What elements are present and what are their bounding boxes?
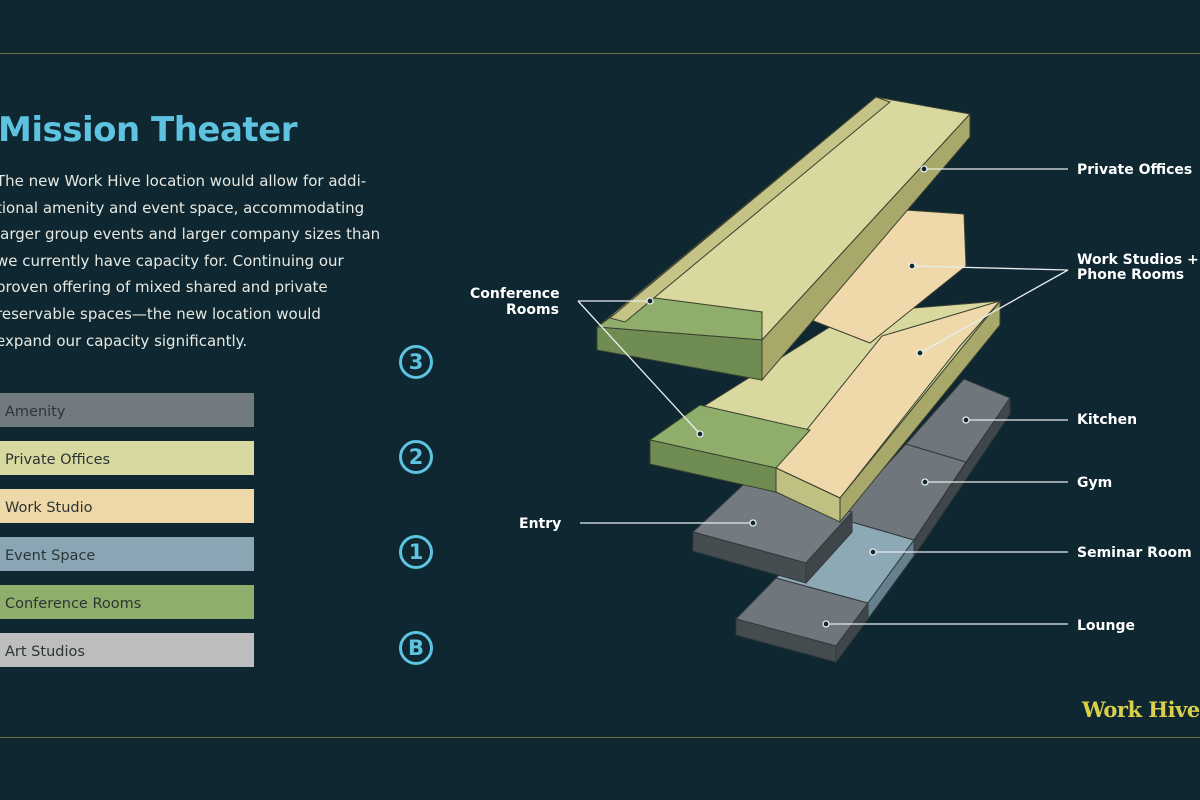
seminar-dot [869,548,877,556]
entry-side [805,510,853,585]
callout-lines [577,168,1069,625]
description-line: reservable spaces—the new location would [0,304,321,323]
work-studios-leader-a [911,265,1069,271]
floor-basement [735,378,1011,664]
legend-amenity: Amenity [0,393,254,427]
legend: Amenity Private Offices Work Studio Even… [0,393,254,681]
top-rule [0,53,1200,54]
label-seminar-room: Seminar Room [1077,545,1192,561]
floor-2-side [839,299,1001,524]
label-private-offices: Private Offices [1077,162,1192,178]
description-line: tional amenity and event space, accommod… [0,198,365,217]
legend-conference-rooms: Conference Rooms [0,585,254,619]
label-work-studios-line1: Work Studios + [1077,252,1199,268]
bottom-rule [0,737,1200,738]
label-gym: Gym [1077,475,1112,491]
floor-2-badge: 2 [399,440,433,474]
label-lounge: Lounge [1077,618,1135,634]
description-line: we currently have capacity for. Continui… [0,251,344,270]
conference-dot-b [696,430,704,438]
label-kitchen: Kitchen [1077,412,1137,428]
conference-dot-a [646,297,654,305]
page-title: Mission Theater [0,110,298,150]
conference-leader-b [577,300,701,435]
label-conference-line2: Rooms [506,302,559,318]
work-studios-dot-b [916,349,924,357]
legend-work-studio: Work Studio [0,489,254,523]
floor-2 [648,299,1002,524]
description-line: expand our capacity significantly. [0,331,248,350]
legend-event-space: Event Space [0,537,254,571]
gym-dot [921,478,929,486]
work-studios-leader-b [919,269,1069,354]
floor-1-badge: 1 [399,535,433,569]
label-entry: Entry [519,516,561,532]
description-line: proven offering of mixed shared and priv… [0,278,328,297]
floor-b-badge: B [399,631,433,665]
floor-3-badge: 3 [399,345,433,379]
private-offices-dot [920,165,928,173]
label-conference-line1: Conference [470,286,560,302]
callout-dots [646,165,970,628]
description-line: The new Work Hive location would allow f… [0,172,367,190]
label-work-studios-line2: Phone Rooms [1077,267,1184,283]
description-line: larger group events and larger company s… [0,225,381,244]
entry-dot [749,519,757,527]
legend-art-studios: Art Studios [0,633,254,667]
basement-front-lower [835,601,869,664]
description: The new Work Hive location would allow f… [0,168,388,354]
floor-3-office-band [608,96,891,323]
work-studios-dot-a [908,262,916,270]
kitchen-dot [962,416,970,424]
legend-private-offices: Private Offices [0,441,254,475]
lounge-dot [822,620,830,628]
basement-side [913,396,1011,558]
floor-3 [595,96,971,382]
floor-3-side [761,112,971,382]
work-hive-logo: Work Hive [1082,697,1200,722]
